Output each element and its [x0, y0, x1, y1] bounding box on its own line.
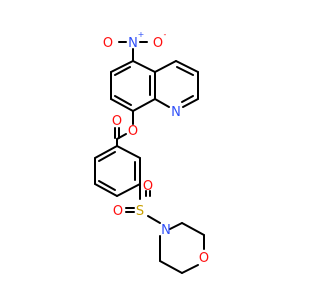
bond-s-n [147, 215, 161, 224]
atom-labels: O N + O - N O O S O O N O [103, 30, 209, 266]
bond-c4a-c4 [154, 60, 177, 73]
nitro-minus-charge: - [164, 30, 167, 39]
bond-benzene-inner-1 [98, 151, 116, 162]
bond-c4-c3-inner [176, 66, 194, 76]
ester-carbonyl-oxygen: O [112, 114, 122, 129]
bond-c2-n1-inner [181, 95, 194, 103]
nitro-nitrogen: N [128, 36, 138, 51]
bond-morpholine-4 [181, 264, 199, 274]
bond-benzene-3 [94, 183, 118, 197]
ester-oxygen: O [128, 124, 138, 139]
morpholine-nitrogen: N [161, 223, 171, 238]
bond-benzene-inner-2 [98, 180, 116, 191]
bond-c7-c8 [110, 98, 134, 112]
bond-c5-c6-inner [114, 66, 131, 76]
bond-c2-n1 [182, 98, 199, 108]
quinoline-nitrogen: N [171, 105, 181, 120]
bond-morpholine-1 [169, 222, 183, 230]
bond-c5-c6 [110, 60, 134, 73]
morpholine-oxygen: O [199, 251, 209, 266]
nitro-plus-charge: + [138, 30, 145, 39]
bond-morpholine-2 [181, 222, 205, 236]
bond-morpholine-5 [159, 260, 183, 274]
molecule-structure: O N + O - N O O S O O N O [0, 0, 300, 300]
bond-benzene-6 [116, 145, 141, 159]
nitro-oxygen-left: O [103, 36, 113, 51]
canvas-background [0, 0, 300, 300]
bond-n1-c8a [154, 98, 170, 108]
bond-c8-c8a [132, 98, 156, 112]
bonds [94, 41, 205, 274]
bond-c4a-c5 [132, 60, 156, 73]
sulfonyl-oxygen-right: O [143, 179, 153, 194]
sulfonyl-sulfur: S [136, 204, 144, 219]
bond-c7-c8-inner [114, 95, 132, 106]
bond-benzene-1 [94, 145, 118, 159]
bond-benzene-4 [116, 183, 141, 197]
sulfonyl-oxygen-left: O [113, 204, 123, 219]
bond-c4-c3 [175, 60, 199, 73]
nitro-oxygen-right: O [153, 36, 163, 51]
